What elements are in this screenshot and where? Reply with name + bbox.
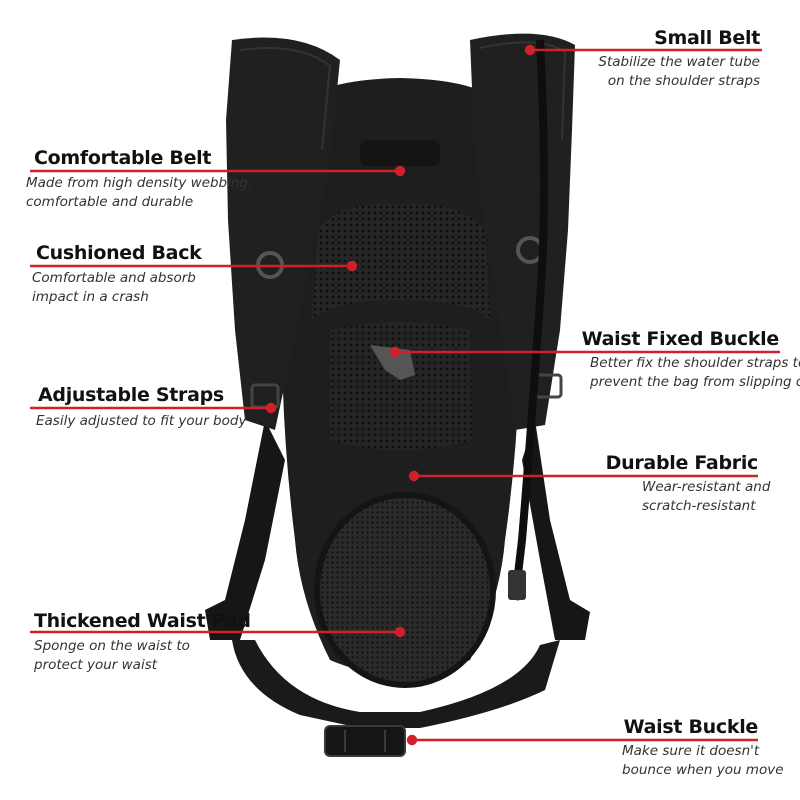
callout-desc: prevent the bag from slipping off <box>590 374 800 390</box>
sternum-clip <box>370 345 415 380</box>
callout-desc: Better fix the shoulder straps to <box>590 355 800 371</box>
waist-pad-mesh <box>314 492 496 688</box>
callout-small-belt: Small Belt Stabilize the water tube on t… <box>598 27 760 91</box>
callout-desc: Stabilize the water tube <box>598 54 760 70</box>
callout-comfortable-belt-desc: Made from high density webbing, comforta… <box>26 174 252 212</box>
right-shoulder-strap <box>470 33 575 431</box>
callout-desc: Made from high density webbing, <box>26 175 253 191</box>
callout-waist-fixed-buckle: Waist Fixed Buckle <box>581 328 780 350</box>
callout-title: Comfortable Belt <box>34 147 212 169</box>
callout-title: Cushioned Back <box>36 242 202 264</box>
callout-durable-fabric: Durable Fabric <box>605 452 759 474</box>
callout-desc: bounce when you move <box>622 762 784 778</box>
callout-desc: Comfortable and absorb <box>32 270 196 286</box>
callout-title: Thickened Waist Pad <box>34 610 251 632</box>
callout-adjustable-straps-desc: Easily adjusted to fit your body <box>36 412 246 431</box>
callout-desc: scratch-resistant <box>642 498 756 514</box>
callout-desc: protect your waist <box>34 657 158 673</box>
left-lower-strap <box>205 420 285 640</box>
callout-title: Durable Fabric <box>605 452 759 474</box>
left-shoulder-strap <box>226 37 340 430</box>
callout-desc: on the shoulder straps <box>607 73 760 89</box>
callout-desc: Easily adjusted to fit your body <box>36 413 247 429</box>
callout-waist-fixed-buckle-desc: Better fix the shoulder straps to preven… <box>590 354 800 392</box>
callout-cushioned-back: Cushioned Back <box>36 242 202 264</box>
waist-belt <box>232 640 560 728</box>
lower-mesh-panel <box>330 322 472 450</box>
callout-thickened-waist-pad-desc: Sponge on the waist to protect your wais… <box>34 637 190 675</box>
callout-desc: impact in a crash <box>32 289 149 305</box>
callout-title: Waist Fixed Buckle <box>581 328 780 350</box>
callout-title: Adjustable Straps <box>38 384 224 406</box>
callout-desc: Make sure it doesn't <box>622 743 760 759</box>
callout-desc: comfortable and durable <box>26 194 194 210</box>
callout-waist-buckle: Waist Buckle <box>623 716 759 738</box>
waist-buckle <box>324 725 406 757</box>
callout-title: Waist Buckle <box>623 716 759 738</box>
tube-clip <box>508 570 526 600</box>
callout-cushioned-back-desc: Comfortable and absorb impact in a crash <box>32 269 196 307</box>
callout-title: Small Belt <box>654 27 760 49</box>
callout-desc: Sponge on the waist to <box>34 638 190 654</box>
top-handle <box>360 140 440 166</box>
callout-thickened-waist-pad: Thickened Waist Pad <box>34 610 251 632</box>
back-mesh-panel <box>312 204 490 320</box>
callout-comfortable-belt: Comfortable Belt <box>34 147 211 169</box>
callout-waist-buckle-desc: Make sure it doesn't bounce when you mov… <box>622 742 784 780</box>
callout-adjustable-straps: Adjustable Straps <box>38 384 224 406</box>
callout-desc: Wear-resistant and <box>642 479 771 495</box>
leader-lines <box>30 44 780 746</box>
callout-durable-fabric-desc: Wear-resistant and scratch-resistant <box>642 478 770 516</box>
